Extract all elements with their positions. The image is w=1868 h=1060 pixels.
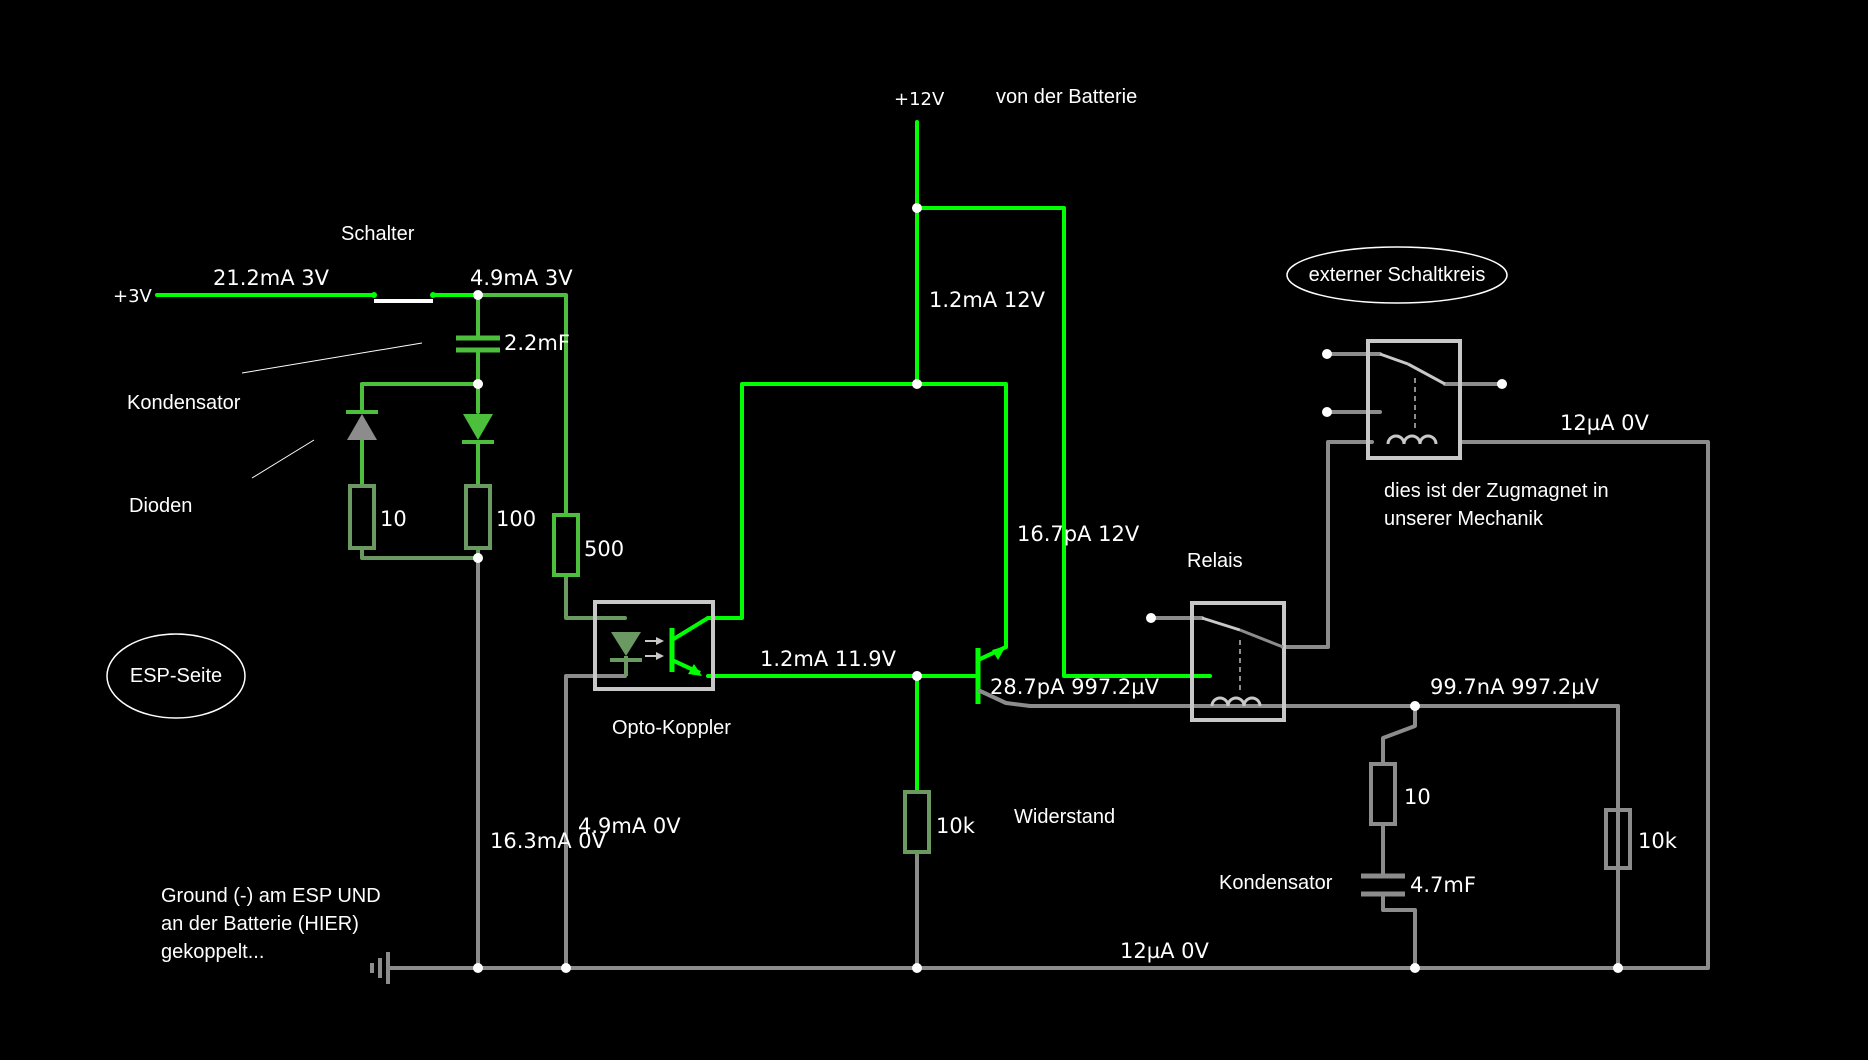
- esp-side-label: ESP-Seite: [130, 665, 222, 687]
- reading-base: 28.7pA 997.2µV: [990, 675, 1160, 699]
- terminal-node: [1497, 379, 1507, 389]
- supply-12v-label: +12V: [894, 89, 945, 110]
- junction-node: [1410, 963, 1420, 973]
- ground-note-line1: Ground (-) am ESP UND: [161, 885, 381, 907]
- reading-ext-top: 12µA 0V: [1560, 411, 1649, 435]
- value-r-diode-right: 100: [496, 507, 536, 531]
- reading-after-switch: 4.9mA 3V: [470, 266, 573, 290]
- external-circuit-ellipse: [1286, 246, 1508, 304]
- ground-symbol-icon: [370, 952, 390, 984]
- value-r-base: 10k: [936, 814, 976, 838]
- switch[interactable]: [371, 292, 436, 303]
- junction-node: [912, 671, 922, 681]
- junction-nodes: [473, 203, 1623, 973]
- capacitor-esp-label: Kondensator: [127, 392, 241, 414]
- wire-group-mid: [360, 293, 568, 517]
- transistor: [975, 645, 1007, 705]
- wire-led-supply: [476, 293, 568, 517]
- wire-group-active: [155, 120, 1212, 794]
- value-c-esp: 2.2mF: [504, 331, 570, 355]
- wire-ground-bus: [386, 440, 1710, 970]
- junction-node: [912, 203, 922, 213]
- terminal-node: [1322, 349, 1332, 359]
- wire-led-resistor-bottom: [564, 573, 627, 620]
- from-battery-label: von der Batterie: [996, 86, 1137, 108]
- junction-node: [1613, 963, 1623, 973]
- external-circuit-label: externer Schaltkreis: [1309, 264, 1486, 286]
- junction-node: [1410, 701, 1420, 711]
- pointer-line-capacitor: [241, 342, 423, 374]
- esp-side-ellipse: [106, 633, 246, 719]
- magnet-note-line2: unserer Mechanik: [1384, 508, 1544, 530]
- reading-ground-led: 4.9mA 0V: [578, 814, 681, 838]
- wire-group-dim: [360, 546, 919, 860]
- reading-supply-branch: 1.2mA 12V: [929, 288, 1046, 312]
- terminal-node: [1146, 613, 1156, 623]
- value-r-ext-series: 10: [1404, 785, 1431, 809]
- ground-note-line2: an der Batterie (HIER): [161, 913, 359, 935]
- wire-transistor-collector: [915, 382, 1008, 649]
- value-r-diode-left: 10: [380, 507, 407, 531]
- magnet-note-line1: dies ist der Zugmagnet in: [1384, 480, 1609, 502]
- reading-input: 21.2mA 3V: [213, 266, 330, 290]
- value-r-ext-load: 10k: [1638, 829, 1678, 853]
- reading-emitter: 1.2mA 11.9V: [760, 647, 897, 671]
- wire-resistor-left-bottom: [360, 546, 480, 560]
- resistor-note-label: Widerstand: [1014, 806, 1115, 828]
- optocoupler: [593, 600, 715, 691]
- reading-collector: 16.7pA 12V: [1017, 522, 1140, 546]
- reading-ground-bottom: 12µA 0V: [1120, 939, 1209, 963]
- wire-ext-series-bottom: [1381, 892, 1417, 970]
- junction-node: [912, 963, 922, 973]
- capacitor-esp: [456, 335, 500, 353]
- resistor-ext-load: [1604, 808, 1632, 870]
- terminal-node: [1322, 407, 1332, 417]
- pointer-line-diodes: [251, 439, 315, 479]
- diodes-label: Dioden: [129, 495, 192, 517]
- junction-node: [473, 379, 483, 389]
- diode-right: [462, 414, 494, 444]
- optocoupler-label: Opto-Koppler: [612, 717, 731, 739]
- reading-relay-out: 99.7nA 997.2µV: [1430, 675, 1600, 699]
- supply-3v-label: +3V: [113, 286, 153, 307]
- junction-node: [473, 290, 483, 300]
- junction-node: [912, 379, 922, 389]
- resistor-ext-series: [1369, 762, 1397, 826]
- magnet-relay: [1366, 339, 1462, 460]
- relay-coil-icon: [1210, 696, 1262, 707]
- junction-node: [473, 553, 483, 563]
- capacitor-ext-label: Kondensator: [1219, 872, 1333, 894]
- wire-12v-relay-loop: [915, 206, 1212, 678]
- junction-node: [561, 963, 571, 973]
- switch-label: Schalter: [341, 223, 415, 245]
- resistor-base: [903, 790, 931, 854]
- wire-ext-series-top: [1381, 704, 1417, 766]
- magnet-coil-icon: [1386, 434, 1438, 445]
- junction-node: [473, 963, 483, 973]
- wire-base-to-relay: [1004, 701, 1620, 970]
- resistor-diode-right: [464, 484, 492, 550]
- relay: [1190, 601, 1286, 722]
- ground-note-line3: gekoppelt...: [161, 941, 264, 963]
- wire-opto-collector: [706, 382, 919, 620]
- reading-ground-left: 16.3mA 0V: [490, 829, 607, 853]
- capacitor-ext: [1361, 873, 1405, 897]
- value-r-led: 500: [584, 537, 624, 561]
- wire-opto-ground: [564, 674, 627, 970]
- wire-group-idle: [386, 352, 1710, 970]
- value-c-ext: 4.7mF: [1410, 873, 1476, 897]
- relay-label: Relais: [1187, 550, 1243, 572]
- diode-left: [346, 410, 378, 440]
- wire-relay-to-magnet: [1281, 440, 1374, 649]
- opto-led-icon: [611, 632, 641, 656]
- resistor-diode-left: [348, 484, 376, 550]
- resistor-led: [552, 513, 580, 577]
